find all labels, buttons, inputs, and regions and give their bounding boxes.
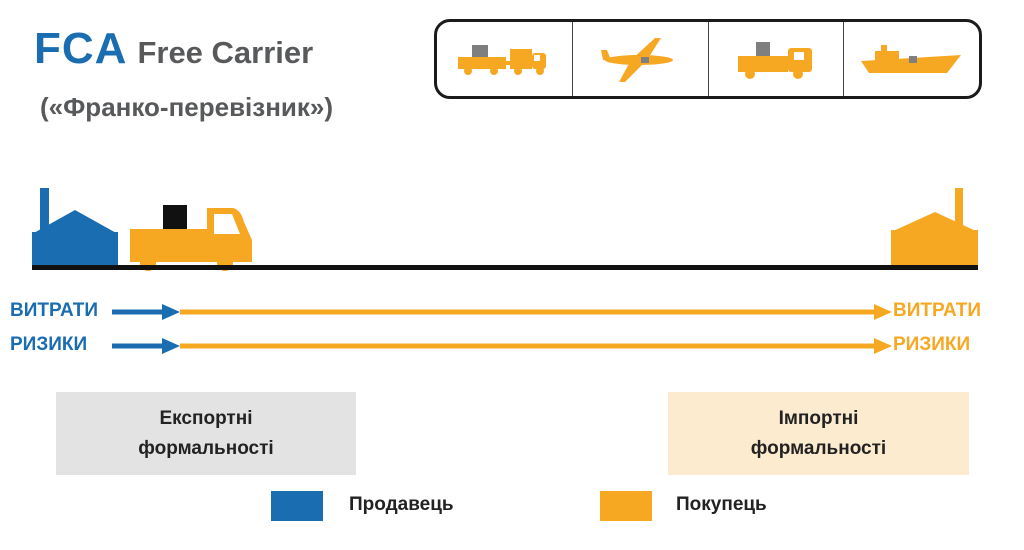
title-row: FCA Free Carrier [34, 24, 313, 74]
mode-cell-truck-trailer [437, 22, 572, 96]
risks-label-seller: РИЗИКИ [10, 334, 88, 355]
legend-seller-swatch [271, 491, 323, 521]
transport-modes-panel [434, 19, 982, 99]
seller-warehouse-icon [32, 188, 118, 267]
mode-cell-truck [707, 22, 844, 96]
legend-seller-label: Продавець [349, 494, 454, 515]
export-formalities-line1: Експортні [159, 408, 253, 430]
title-name: Free Carrier [137, 35, 314, 70]
costs-label-seller: ВИТРАТИ [10, 300, 99, 321]
buyer-warehouse-icon [891, 188, 978, 267]
truck-icon [737, 42, 812, 79]
subtitle-translation: («Франко-перевізник») [40, 92, 334, 122]
risks-label-buyer: РИЗИКИ [893, 334, 971, 355]
route-ground-line [32, 265, 978, 270]
import-formalities-box: Імпортні формальності [668, 392, 969, 475]
import-formalities-line1: Імпортні [778, 408, 859, 430]
legend-buyer-swatch [600, 491, 652, 521]
airplane-icon [601, 38, 674, 82]
export-formalities-line2: формальності [138, 437, 274, 459]
buyer-truck-icon [130, 205, 252, 271]
mode-cell-airplane [571, 22, 708, 96]
mode-cell-ship [843, 22, 979, 96]
truck-with-trailer-icon [458, 45, 547, 75]
import-formalities-line2: формальності [750, 437, 887, 459]
risks-transfer-arrow [112, 338, 892, 354]
export-formalities-box: Експортні формальності [56, 392, 356, 475]
ship-icon [860, 45, 961, 73]
legend-buyer-label: Покупець [676, 494, 767, 515]
costs-transfer-arrow [112, 304, 892, 320]
costs-label-buyer: ВИТРАТИ [893, 300, 982, 321]
delivery-scene [32, 188, 978, 354]
title-code: FCA [34, 24, 128, 73]
